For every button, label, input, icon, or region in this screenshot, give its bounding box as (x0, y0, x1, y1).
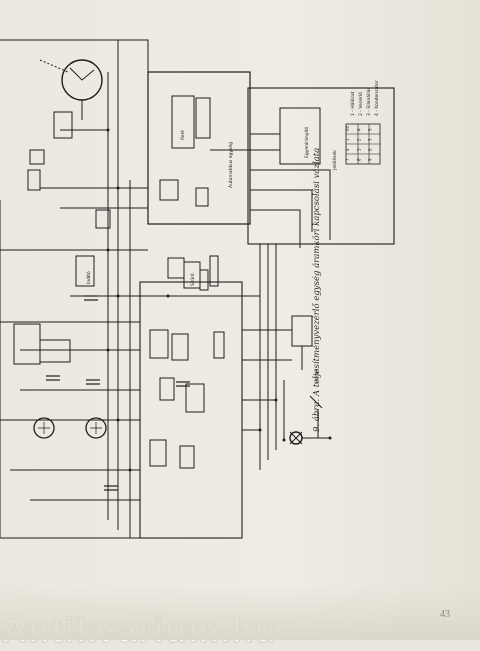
figure-caption: 9. ábra. A teljesítményvezérlő egység ár… (312, 147, 322, 432)
rectifier-box (279, 107, 321, 165)
legend-line: 1 - Hálózat (349, 91, 356, 116)
rectifier-label: Egyenirányító (303, 127, 310, 158)
watermark: Antikvarium.hu (2, 612, 278, 651)
legend-table-cell: P.s (345, 126, 350, 131)
legend-line: 2 - Vezérlő (357, 92, 364, 116)
lamp-label: Lámpa (313, 368, 320, 384)
legend-table-cell: 8 (356, 158, 361, 161)
tube-right (85, 417, 107, 439)
relay-label: Relé (179, 130, 186, 140)
legend-table-cell: 2 (356, 138, 361, 141)
legend-heading: Jelölések (331, 150, 338, 171)
automatic-unit-box (147, 71, 251, 225)
legend-table-cell: 9 (368, 158, 373, 161)
left-module-box (13, 323, 41, 365)
meter-box (291, 315, 313, 347)
start-label: Indító (85, 271, 92, 284)
legend-table-cell: 7 (345, 158, 350, 161)
legend-table-cell: 3 (368, 138, 373, 141)
lower-unit-box (139, 281, 243, 539)
legend-table-cell: 5 (356, 148, 361, 151)
legend-line: 3 - Ellenállás (365, 87, 372, 116)
legend-table-cell: 5 (368, 128, 373, 131)
filter-label: Szűrő (190, 273, 196, 286)
legend-table-cell: 4 (345, 148, 350, 151)
relay-box (171, 95, 195, 149)
legend-table-cell: 4 (356, 128, 361, 131)
automatic-unit-label: Automatikus egység (227, 142, 234, 188)
legend-line: 4 - Kondenzátor (373, 80, 380, 116)
control-section-box (247, 87, 395, 245)
legend-table-cell: 6 (368, 148, 373, 151)
tube-left (33, 417, 55, 439)
left-small-box (75, 255, 95, 287)
legend-table-cell: 1 (345, 138, 350, 141)
page-number: 43 (440, 609, 450, 620)
